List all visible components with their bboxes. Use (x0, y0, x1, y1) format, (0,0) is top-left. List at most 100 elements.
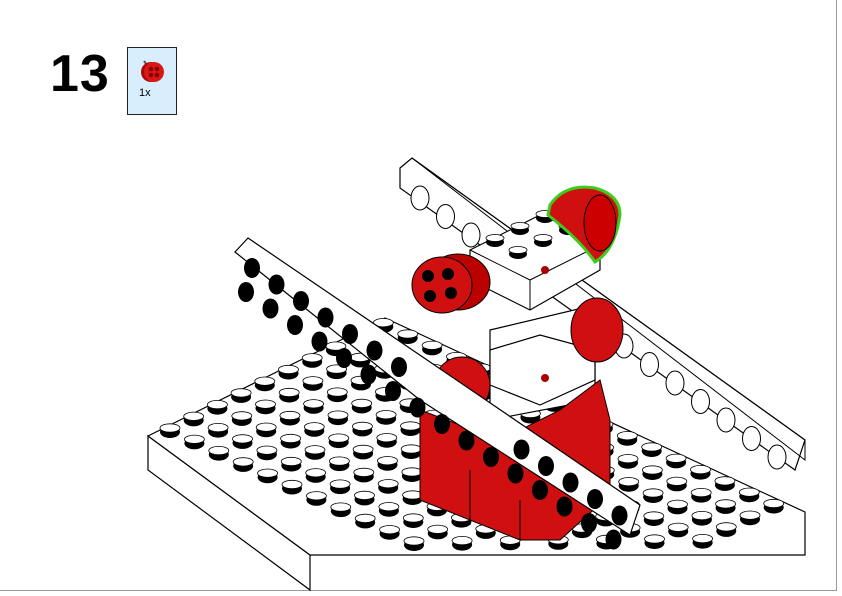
base-stud-top (402, 513, 424, 523)
red-technic-wheel-hub-icon (141, 60, 164, 82)
base-stud-top (690, 464, 711, 475)
plate-stud-hole (391, 357, 407, 377)
base-stud-top (280, 456, 302, 467)
base-stud-top (665, 453, 687, 463)
beam-hole (461, 222, 481, 248)
plate-stud-hole (244, 258, 260, 278)
base-stud-top (691, 510, 713, 521)
base-stud-top (641, 442, 663, 452)
plate-stud-hole (342, 324, 358, 344)
base-stud-top (667, 522, 689, 532)
base-stud-top (667, 499, 688, 509)
base-stud-top (397, 329, 419, 339)
plate-stud-hole (507, 463, 524, 484)
base-stud-top (352, 444, 374, 454)
beam-hole (436, 204, 455, 229)
base-stud-top (377, 456, 398, 466)
plate-stud-hole (611, 505, 628, 526)
new-part-highlight (546, 185, 622, 265)
tilted-plate (234, 237, 641, 550)
white-bricks (469, 210, 601, 421)
plate-stud-hole (268, 274, 285, 295)
plate-stud-hole (409, 397, 426, 418)
base-stud-top (302, 376, 324, 386)
beam-hole (640, 352, 659, 377)
base-stud-top (328, 433, 350, 443)
brick-stud-top (508, 246, 528, 254)
base-stud-top (715, 522, 737, 532)
red-wheel-hub-right (570, 297, 624, 363)
plate-stud-hole (513, 439, 530, 460)
base-stud-top (207, 422, 229, 433)
base-stud-top (328, 456, 350, 466)
base-stud-top (305, 491, 327, 501)
base-stud-top (304, 445, 326, 455)
base-stud-top (327, 410, 349, 420)
base-stud-top (330, 502, 352, 512)
beam-hole (410, 185, 430, 211)
plate-stud-hole (434, 414, 450, 434)
base-stud-top (254, 376, 276, 386)
plate-stud-hole (238, 282, 254, 302)
base-stud-top (303, 422, 325, 432)
base-stud-top (256, 445, 278, 455)
plate-stud-hole (366, 340, 383, 361)
base-stud-top (231, 411, 253, 421)
base-stud-top (738, 487, 760, 497)
step-number: 13 (50, 45, 110, 103)
plate-stud-hole (605, 529, 622, 550)
plate-stud-hole (483, 447, 499, 467)
base-stud-top (159, 423, 181, 433)
base-stud-top (379, 525, 401, 535)
beam-hole (767, 444, 787, 470)
base-stud-top (400, 421, 421, 431)
base-stud-top (301, 353, 323, 363)
base-stud-top (715, 499, 736, 509)
base-stud-top (206, 399, 228, 410)
base-stud-top (183, 411, 205, 421)
base-stud-top (377, 479, 399, 489)
base-stud-top (279, 410, 301, 421)
base-stud-top (303, 399, 325, 409)
beam-hole (742, 426, 761, 451)
base-stud-top (351, 398, 373, 408)
base-stud-top (376, 433, 398, 443)
base-stud-top (281, 479, 303, 490)
base-stud-top (400, 444, 422, 454)
base-stud-top (403, 536, 425, 546)
base-stud-top (183, 434, 205, 444)
base-stud-top (232, 457, 254, 467)
brick-stud-top (485, 234, 505, 242)
base-stud-top (278, 364, 299, 375)
plate-stud-hole (581, 513, 597, 533)
beam-hole (691, 389, 710, 414)
plate-stud-hole (311, 331, 328, 352)
plate-stud-hole (262, 298, 279, 319)
base-stud-top (255, 422, 277, 432)
base-stud-top (421, 340, 443, 350)
plate-stud-hole (385, 381, 401, 401)
base-stud-top (618, 477, 640, 487)
base-stud-top (763, 498, 785, 509)
plate-stud-hole (587, 489, 603, 509)
base-stud-top (353, 467, 375, 477)
base-stud-top (351, 421, 373, 431)
base-stud-top (326, 387, 348, 397)
base-stud-top (739, 510, 761, 520)
base-stud-top (255, 399, 276, 409)
base-stud-top (451, 535, 473, 546)
base-stud-top (642, 465, 663, 475)
plate-stud-hole (360, 364, 377, 385)
plate-stud-hole (336, 348, 352, 368)
parts-callout: 1x (127, 47, 177, 115)
base-stud-top (208, 445, 230, 456)
base-stud-top (305, 468, 327, 478)
base-stud-top (378, 502, 400, 512)
red-wheel-hub-left (411, 253, 491, 314)
base-stud-top (230, 388, 252, 398)
base-stud-top (643, 511, 665, 521)
plate-stud-hole (293, 291, 309, 311)
plate-stud-hole (287, 315, 303, 335)
